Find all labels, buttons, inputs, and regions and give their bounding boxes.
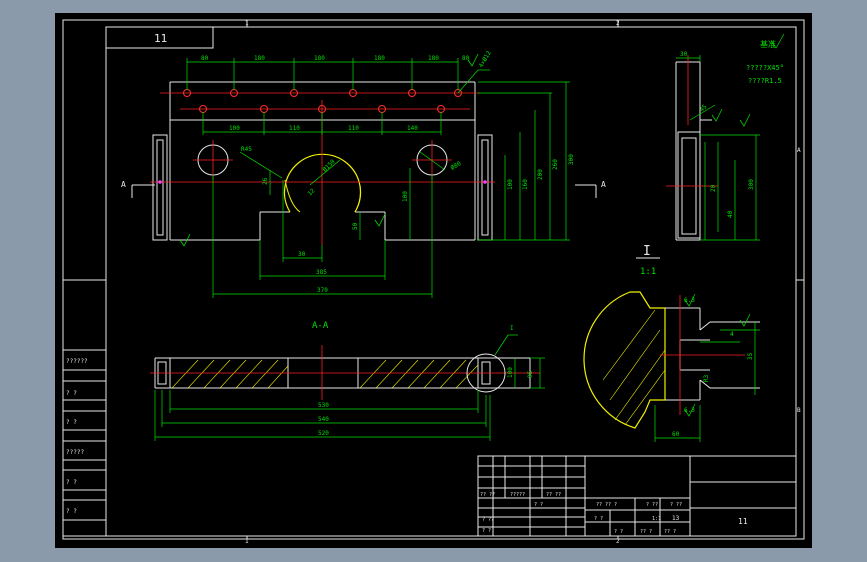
detail-dimension: 60: [672, 431, 680, 438]
title-block-cell: ? ?: [614, 529, 623, 535]
front-view: A A: [121, 53, 606, 298]
title-block-cell: ?? ??: [546, 492, 561, 498]
left-table-row: ? ?: [66, 419, 77, 426]
detail-view: [583, 257, 760, 442]
section-bottom-dimension: 530: [318, 402, 329, 409]
bottom-dimension-2: 385: [316, 269, 327, 276]
zone-label-top-2: 2: [616, 20, 620, 27]
vertical-dimension: 260: [552, 159, 559, 170]
title-block-scale: 13: [672, 515, 680, 522]
small-dimension-2: 12: [306, 187, 316, 197]
top-dimension: 180: [428, 55, 439, 62]
detail-dimension: 6.3: [684, 407, 695, 414]
diameter-callout-small: Ø80: [450, 160, 463, 172]
title-block-cell: ? ??: [670, 502, 682, 508]
title-block-cell: ? ?: [594, 516, 603, 522]
title-block-cell: ? ?: [534, 502, 543, 508]
detail-dimension: R3: [703, 374, 710, 382]
side-view: [666, 33, 785, 241]
title-block-cell: ?? ??: [480, 492, 495, 498]
top-dimension: 80: [201, 55, 209, 62]
left-table-row: ? ?: [66, 508, 77, 515]
title-block: [477, 455, 797, 537]
zone-label-right-b: B: [797, 407, 801, 414]
top-dimension: 180: [374, 55, 385, 62]
section-right-dimension: 100: [507, 367, 514, 378]
section-view: [150, 334, 545, 441]
title-block-cell: ? ??: [646, 502, 658, 508]
bottom-dimension-1: 30: [298, 251, 306, 258]
mid-vertical-dimension: 100: [402, 191, 409, 202]
section-label: A-A: [312, 321, 329, 331]
detail-scale: 1:1: [640, 267, 656, 277]
title-block-cell: ?? ?: [640, 529, 652, 535]
title-block-cell: ? ??: [482, 517, 494, 523]
title-tab: [105, 26, 214, 49]
detail-label: I: [643, 244, 651, 259]
lower-dimension: 110: [289, 125, 300, 132]
radius-callout: R45: [241, 146, 252, 153]
radius-note: ????R1.5: [748, 77, 782, 85]
side-dimension-2: 40: [727, 210, 734, 218]
title-block-cell: ?????: [510, 492, 525, 498]
top-dimension: 80: [462, 55, 470, 62]
title-block-cell: ?? ?: [664, 529, 676, 535]
bottom-dimension-3: 370: [317, 287, 328, 294]
section-bottom-dimension: 540: [318, 416, 329, 423]
side-angle-dimension: 45: [698, 103, 708, 113]
title-tab-text: 11: [154, 32, 167, 45]
zone-label-bottom-2: 2: [616, 538, 620, 545]
vertical-dimension: 300: [568, 154, 575, 165]
side-dimension-1: 300: [748, 179, 755, 190]
title-block-cell: ?? ?? ?: [596, 502, 617, 508]
title-block-cell: ? ?: [482, 528, 491, 534]
left-table-row: ??????: [66, 358, 88, 365]
section-dimension-text: 100 95 530 540 520: [318, 367, 534, 437]
drawing-number: 11: [738, 517, 748, 526]
title-block-text: ?? ????????? ???? ?? ?? ??? ??? ??? ?? ?…: [480, 492, 682, 535]
datum-note: 基准: [760, 39, 776, 49]
left-side-table: [62, 279, 107, 537]
lower-dimension: 110: [348, 125, 359, 132]
detail-dimension: 4: [730, 331, 734, 338]
vertical-dimension: 100: [507, 179, 514, 190]
zone-label-bottom-1: 1: [245, 538, 249, 545]
vertical-dimension: 200: [537, 169, 544, 180]
left-table-row: ? ?: [66, 479, 77, 486]
section-mark-right: A: [601, 180, 606, 189]
top-dimension: 180: [254, 55, 265, 62]
sheet-background: [55, 13, 812, 548]
title-block-cell: 1:1: [652, 516, 661, 522]
zone-label-top-1: 1: [245, 20, 249, 27]
left-table-row: ?????: [66, 449, 84, 456]
vertical-dimension: 160: [522, 179, 529, 190]
lower-dimension: 100: [229, 125, 240, 132]
left-table-text: ?????? ? ? ? ?????? ? ? ? ?: [66, 358, 88, 515]
detail-dimension: 6.3: [684, 297, 695, 304]
section-mark-left: A: [121, 180, 126, 189]
small-vertical-dimension: 50: [352, 222, 359, 230]
section-bottom-dimension: 520: [318, 430, 329, 437]
side-view-dimension-text: 30 45 300 40 20: [680, 51, 755, 218]
side-dimension-3: 20: [710, 184, 717, 192]
lower-dimension: 140: [407, 125, 418, 132]
section-right-dimension-2: 95: [527, 370, 534, 378]
zone-label-right-a: A: [797, 147, 801, 154]
small-dimension: 26: [262, 177, 269, 185]
detail-tag: I: [510, 325, 514, 332]
left-table-row: ? ?: [66, 390, 77, 397]
detail-dimension: 35: [747, 352, 754, 360]
chamfer-note: ?????X45°: [746, 64, 784, 72]
top-dimension: 180: [314, 55, 325, 62]
side-top-dimension: 30: [680, 51, 688, 58]
